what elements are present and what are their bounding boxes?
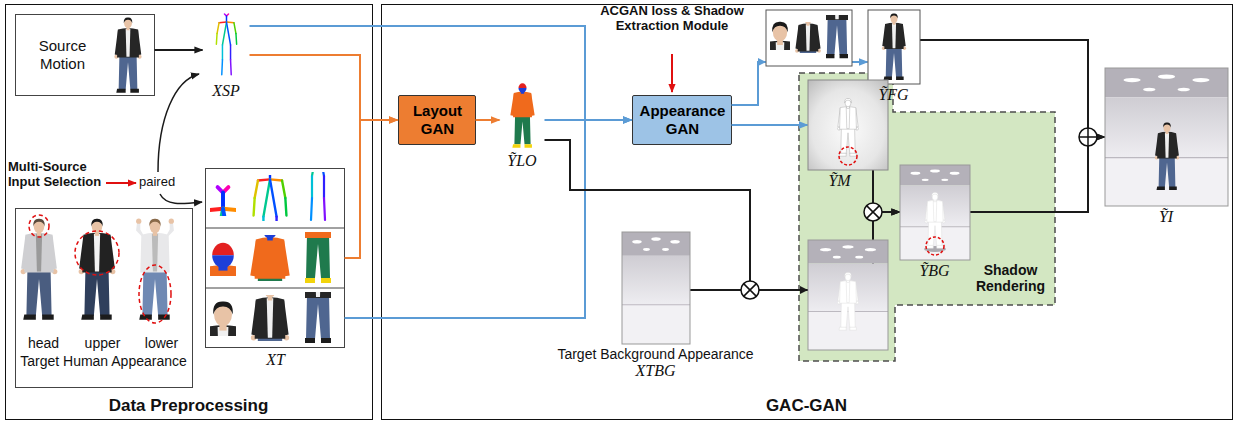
math-label: ỸFG (854, 86, 934, 104)
foreground-image: ỸFG (868, 10, 920, 84)
node-text: Source Motion (20, 37, 106, 72)
text-slot: ỸM (816, 172, 864, 190)
node-text: Target Background Appearance (552, 346, 760, 362)
annotation: Multi-Source Input Selection (8, 160, 108, 190)
connector (732, 124, 808, 126)
part-label: upper (72, 335, 134, 351)
mask-image: ỸM (808, 80, 888, 170)
text-slot: upper (72, 335, 134, 351)
text-slot: head (18, 335, 70, 351)
section-panel: GAC-GAN Layout GAN ỸLO Appearance GAN ỸFG Sha… (381, 4, 1233, 420)
background-image: Target Background AppearanceXTBG (622, 232, 690, 344)
panel-title: Data Preprocessing (6, 396, 371, 416)
region-title: Shadow Rendering (970, 262, 1052, 294)
network-box: Appearance GAN (632, 95, 732, 145)
annotation: paired (139, 175, 175, 190)
math-label: ỸM (816, 172, 864, 190)
label-slot: Multi-Source Input Selection (8, 160, 108, 190)
node-text: XTBG (552, 362, 760, 380)
input-box: Source Motion (15, 14, 155, 96)
layout-image: ỸLO (500, 82, 545, 150)
math-label: ỸLO (485, 152, 560, 170)
node-text: Layout GAN (403, 102, 473, 137)
text-slot: ỸFG (854, 86, 934, 104)
text-slot: Target Human Appearance (20, 353, 188, 369)
input-box: headupperlowerTarget Human Appearance (15, 208, 193, 388)
math-label: ỸBG (895, 262, 975, 280)
part-label: head (18, 335, 70, 351)
add-operator (1087, 128, 1089, 146)
text-slot: ỸI (1125, 208, 1208, 226)
region-outline (798, 72, 1056, 362)
background-image: ỸBG (900, 165, 970, 260)
connector (155, 49, 203, 51)
math-label: XT (246, 351, 306, 369)
text-slot: Target Background AppearanceXTBG (552, 346, 760, 380)
math-label: XSP (188, 82, 265, 100)
text-slot: Shadow Rendering (970, 262, 1052, 294)
text-slot: ỸLO (485, 152, 560, 170)
label-slot: ACGAN loss & Shadow Extraction Module (592, 4, 752, 34)
panel-title: GAC-GAN (382, 396, 1231, 416)
node-text: Appearance GAN (637, 102, 729, 137)
text-slot: GAC-GAN (382, 396, 1231, 416)
region-outline (799, 73, 1055, 361)
section-panel: Data PreprocessingSource MotionXSPheadup… (5, 4, 373, 420)
output-image: ỸI (1105, 68, 1228, 206)
text-slot: lower (134, 335, 190, 351)
text-slot: Layout GAN (403, 102, 473, 137)
annotation: ACGAN loss & Shadow Extraction Module (592, 4, 752, 34)
text-slot: Source Motion (20, 37, 106, 72)
text-slot: XT (246, 351, 306, 369)
label-slot: paired (139, 175, 175, 190)
text-slot: Data Preprocessing (6, 396, 371, 416)
network-box: Layout GAN (398, 95, 476, 145)
node-text: Target Human Appearance (20, 353, 188, 369)
input-set-box: XT (205, 168, 345, 348)
connector (476, 119, 500, 121)
text-slot: XSP (188, 82, 265, 100)
math-label: ỸI (1125, 208, 1208, 226)
part-label: lower (134, 335, 190, 351)
shadow-region: Shadow RenderingỸMỸBG (798, 72, 1056, 362)
pose-image: XSP (203, 10, 250, 80)
text-slot: ỸBG (895, 262, 975, 280)
text-slot: Appearance GAN (637, 102, 729, 137)
